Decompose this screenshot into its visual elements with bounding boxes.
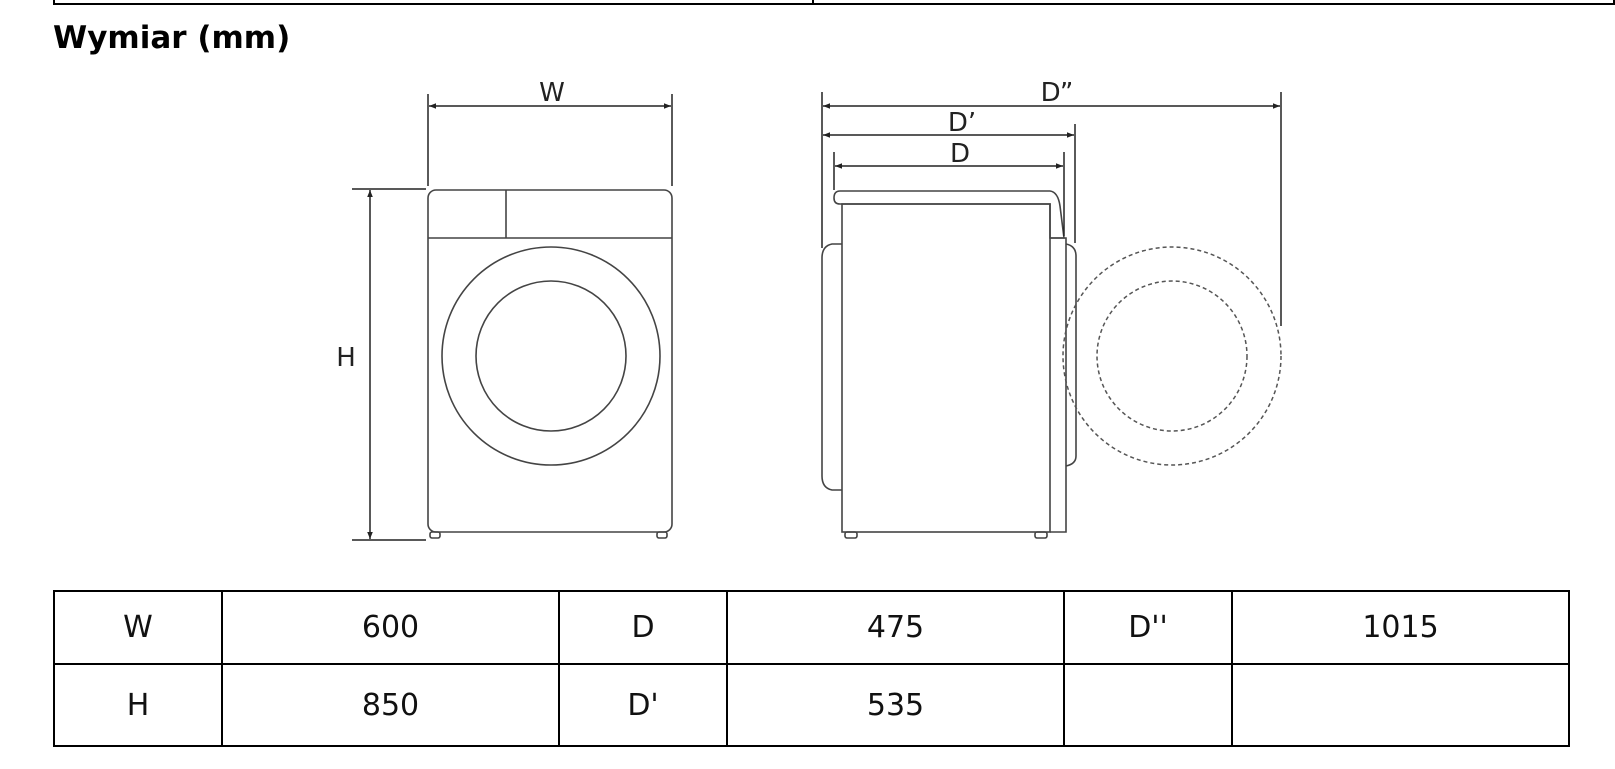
side-rear-bulge [1065, 243, 1077, 467]
front-view-washer [427, 189, 673, 539]
previous-table-column-divider [812, 0, 814, 3]
open-door-outline [1062, 246, 1282, 466]
open-door-outer [1062, 246, 1282, 466]
depth-double-prime-label: D” [1041, 78, 1074, 108]
dimension-diagram: W H D” D’ [336, 78, 1282, 541]
front-foot-left [429, 531, 441, 539]
table-cell-value: 850 [221, 663, 560, 747]
side-back-panel [1050, 237, 1067, 533]
section-title: Wymiar (mm) [53, 20, 291, 56]
side-foot-back [1034, 531, 1048, 539]
side-foot-front [844, 531, 858, 539]
door-glass [475, 280, 627, 432]
depth-label: D [950, 139, 970, 169]
door-outer-ring [441, 246, 661, 466]
table-cell-label: D' [558, 663, 728, 747]
previous-table-bottom-edge [53, 0, 1615, 5]
side-door-bulge [821, 243, 842, 491]
dimensions-table: W 600 D 475 D'' 1015 H 850 D' 535 [53, 590, 1570, 747]
depth-prime-dimension [823, 124, 1076, 243]
height-dimension [352, 188, 426, 541]
table-cell-value: 475 [726, 590, 1065, 665]
width-dimension [427, 94, 673, 186]
depth-prime-label: D’ [948, 108, 976, 138]
side-top-lid [833, 190, 1065, 239]
table-row: W 600 D 475 D'' 1015 [53, 590, 1570, 665]
table-cell-label [1063, 663, 1233, 747]
depth-dimension [833, 152, 1065, 236]
height-label: H [336, 343, 356, 373]
table-row: H 850 D' 535 [53, 663, 1570, 747]
open-door-inner [1096, 280, 1248, 432]
side-view-washer [821, 190, 1077, 539]
depth-double-prime-dimension [821, 92, 1282, 326]
table-cell-value: 600 [221, 590, 560, 665]
table-cell-value: 535 [726, 663, 1065, 747]
front-body-outline [427, 189, 673, 533]
table-cell-label: D [558, 590, 728, 665]
front-foot-right [656, 531, 668, 539]
width-label: W [539, 78, 565, 108]
table-cell-label: H [53, 663, 223, 747]
table-cell-value: 1015 [1231, 590, 1570, 665]
table-cell-label: W [53, 590, 223, 665]
table-cell-value [1231, 663, 1570, 747]
side-cabinet [841, 203, 1051, 533]
table-cell-label: D'' [1063, 590, 1233, 665]
